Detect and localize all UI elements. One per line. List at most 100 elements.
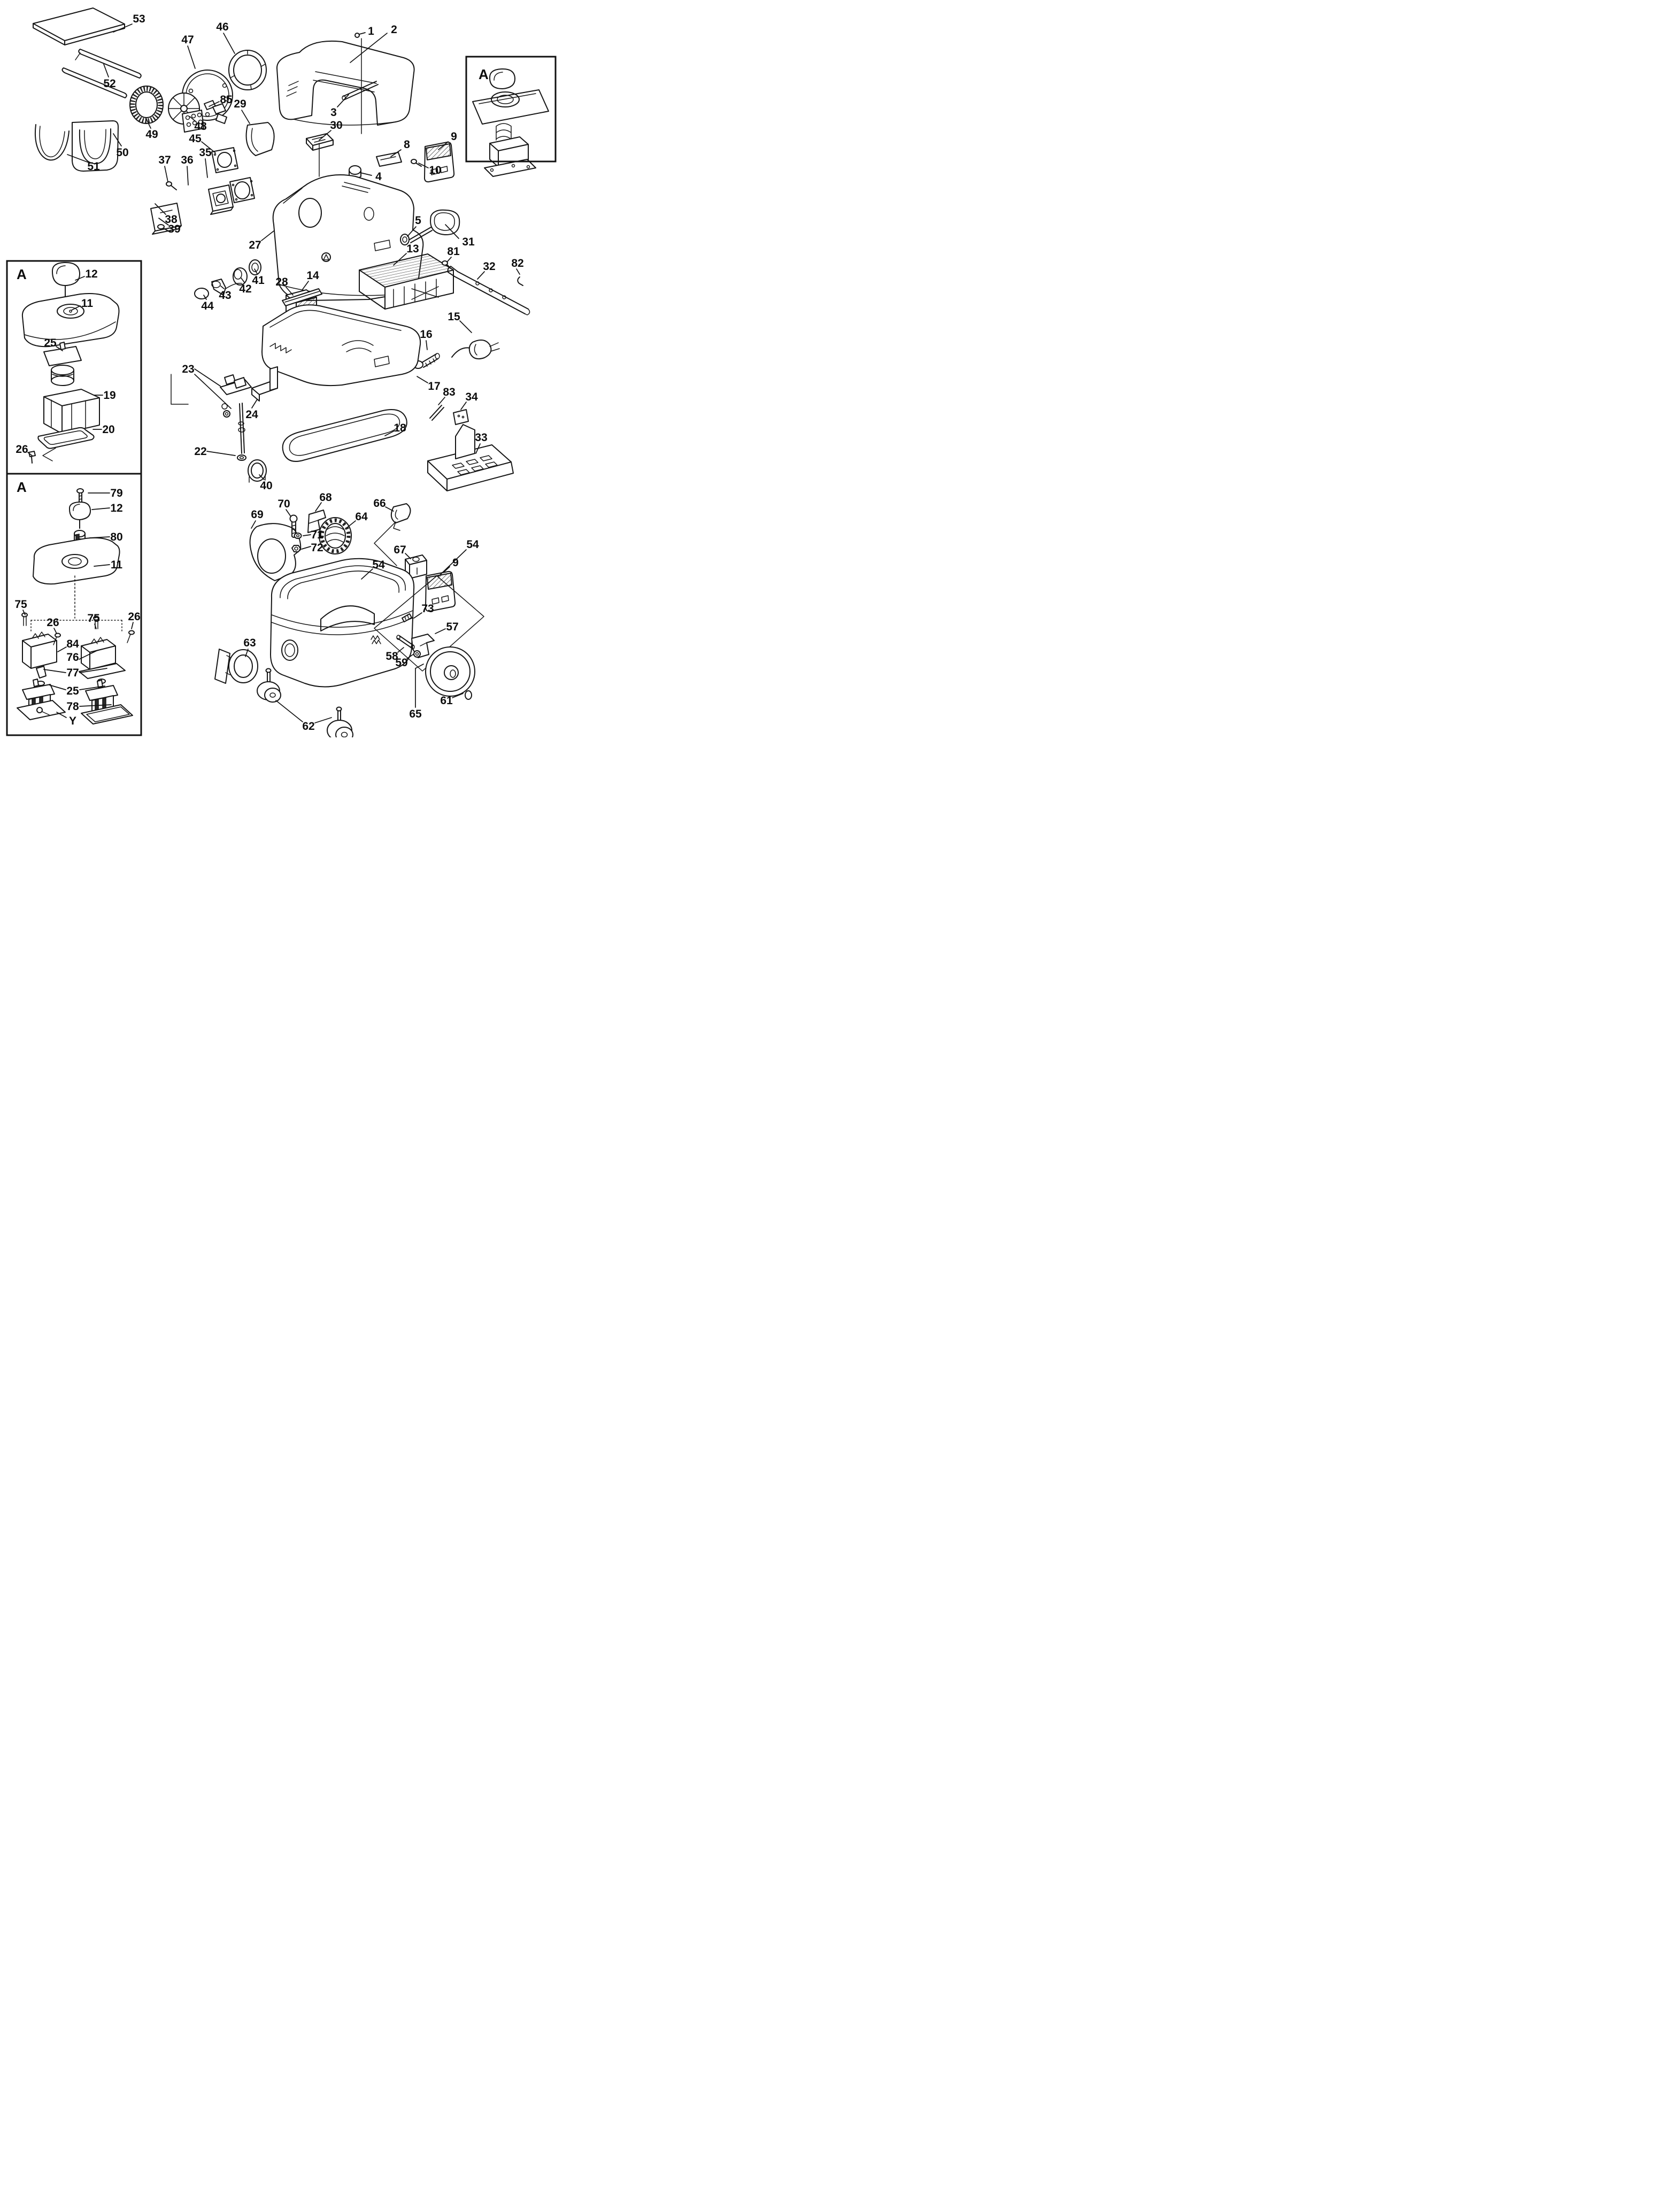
part-2-top-cover-drawing [276,33,415,134]
part-label-3: 3 [330,106,337,119]
leader-line-18 [384,430,395,436]
part-label-31: 31 [462,236,475,248]
inset-left-upper-label: A [17,266,27,282]
leader-line-9 [438,141,449,150]
part-23-switch-bracket-drawing [171,374,252,454]
part-44-disc-drawing [194,288,209,299]
part-label-12: 12 [110,502,122,514]
leader-line-45 [201,141,216,153]
leader-line-39 [158,218,169,226]
part-69-bracket-drawing [249,523,302,581]
leader-line-44 [203,295,207,300]
part-label-32: 32 [483,260,495,273]
leader-line-71 [303,534,311,536]
part-85-connector-drawing [204,100,226,114]
part-13-basket-drawing [359,253,454,310]
leader-line-23 [194,374,232,409]
part-label-33: 33 [475,431,487,444]
leader-line-16 [426,340,428,350]
leader-line-26 [131,622,134,629]
part-66-clamp-drawing [374,503,411,566]
part-52-wire-frame-drawing [61,49,142,98]
leader-line-17 [417,376,428,383]
part-label-34: 34 [465,391,478,403]
part-label-73: 73 [421,603,434,615]
part-33-caddy-drawing [427,424,514,491]
leader-line-83 [438,397,445,405]
leader-line-25 [56,346,63,351]
part-label-42: 42 [239,283,251,295]
part-35-gasket-drawing [229,177,255,203]
part-45-gasket-plate-drawing [211,147,238,173]
part-label-59: 59 [395,657,407,669]
leader-line-27 [261,230,274,241]
part-label-13: 13 [406,243,419,255]
part-label-4: 4 [375,171,382,183]
leader-line-14 [302,281,309,290]
leader-line-22 [206,451,236,456]
leader-line-5 [407,226,417,237]
part-label-85: 85 [220,94,233,106]
part-5-oring-drawing [400,227,433,245]
part-label-64: 64 [355,511,368,523]
part-71-ring-drawing [294,533,302,539]
leader-line-43 [220,286,225,289]
leader-line-12 [91,507,110,510]
leader-line-23 [194,368,221,387]
leader-line-9 [443,566,450,573]
part-label-45: 45 [189,133,202,145]
part-label-2: 2 [391,24,397,36]
leader-line-25 [79,685,105,690]
part-58-axle-drawing [396,635,415,650]
part-68-angle-bracket-drawing [307,510,326,533]
part-43-fitting-drawing [211,279,242,296]
part-9-filter-bottom-drawing [425,571,456,612]
part-39-screw-drawing [157,224,171,233]
part-label-25: 25 [44,337,57,349]
part-label-76: 76 [66,651,79,664]
part-label-27: 27 [249,239,261,251]
part-label-17: 17 [428,380,440,392]
leader-line-4 [360,172,372,176]
part-48-terminal-block-drawing [182,110,204,133]
part-36-socket-drawing [208,184,234,215]
leader-line-46 [223,33,235,54]
leader-line-11 [94,564,110,567]
leader-line-24 [251,399,258,409]
leader-line-37 [164,166,168,182]
leader-line-31 [445,224,459,239]
part-54-callout-outline-drawing [374,575,484,672]
leader-line-2 [350,33,388,63]
leader-line-13 [393,253,407,266]
artwork-layer [17,7,549,737]
part-label-75: 75 [87,612,100,625]
part-label-71: 71 [311,529,323,541]
part-label-81: 81 [447,245,460,258]
part-label-66: 66 [373,497,386,510]
part-label-9: 9 [452,557,459,569]
leader-line-70 [286,509,291,517]
exploded-diagram: AAA 535247468529484950514512330891043736… [6,7,557,737]
leader-line-67 [405,553,411,559]
inset-left-lower-label: A [17,479,27,495]
part-label-49: 49 [145,128,158,141]
part-label-65: 65 [409,708,422,720]
leader-line-62 [275,700,303,722]
part-label-54: 54 [372,559,385,571]
inset-top-right-label: A [479,66,489,82]
leader-line-36 [187,166,189,186]
part-15-power-cord-drawing [451,340,500,360]
part-label-25: 25 [66,685,79,697]
part-label-62: 62 [302,720,314,733]
leader-line-57 [435,628,446,634]
part-label-23: 23 [182,363,194,375]
part-38-cover-flap-drawing [150,203,182,235]
part-label-26: 26 [47,616,59,629]
part-label-29: 29 [234,98,246,110]
part-label-11: 11 [111,559,123,571]
part-label-68: 68 [319,491,332,504]
part-label-37: 37 [158,154,171,166]
part-49-ring-gasket-drawing [129,86,164,124]
part-label-80: 80 [110,531,122,543]
